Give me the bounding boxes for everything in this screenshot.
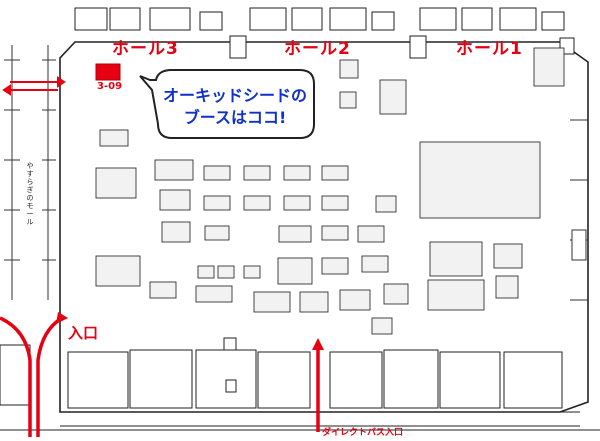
right-wall-fixtures bbox=[570, 119, 588, 301]
bottom-service-blocks bbox=[0, 337, 563, 409]
booth-block-left bbox=[95, 129, 194, 287]
mall-label: やすらぎのモール bbox=[26, 162, 34, 226]
left-corridor bbox=[4, 45, 56, 300]
callout-line-1: オーキッドシードの bbox=[162, 86, 307, 105]
top-service-blocks bbox=[74, 7, 575, 59]
direct-bus-entrance-label: ダイレクトバス入口 bbox=[322, 428, 404, 438]
corridor-arrows bbox=[2, 76, 66, 96]
callout-bubble bbox=[139, 69, 315, 139]
hall-3-label: ホール3 bbox=[112, 39, 179, 59]
entrance-label: 入口 bbox=[68, 324, 99, 342]
bottom-facade bbox=[0, 411, 600, 431]
callout-line-2: ブースはココ! bbox=[183, 108, 287, 127]
booth-code-label: 3-09 bbox=[97, 81, 123, 92]
booth-grid bbox=[149, 59, 409, 335]
booth-block-right bbox=[419, 47, 565, 311]
hall-2-label: ホール2 bbox=[284, 39, 351, 59]
orchid-seed-booth bbox=[95, 63, 121, 81]
hall-1-label: ホール1 bbox=[456, 39, 523, 59]
entrance-arrowheads bbox=[56, 312, 324, 350]
